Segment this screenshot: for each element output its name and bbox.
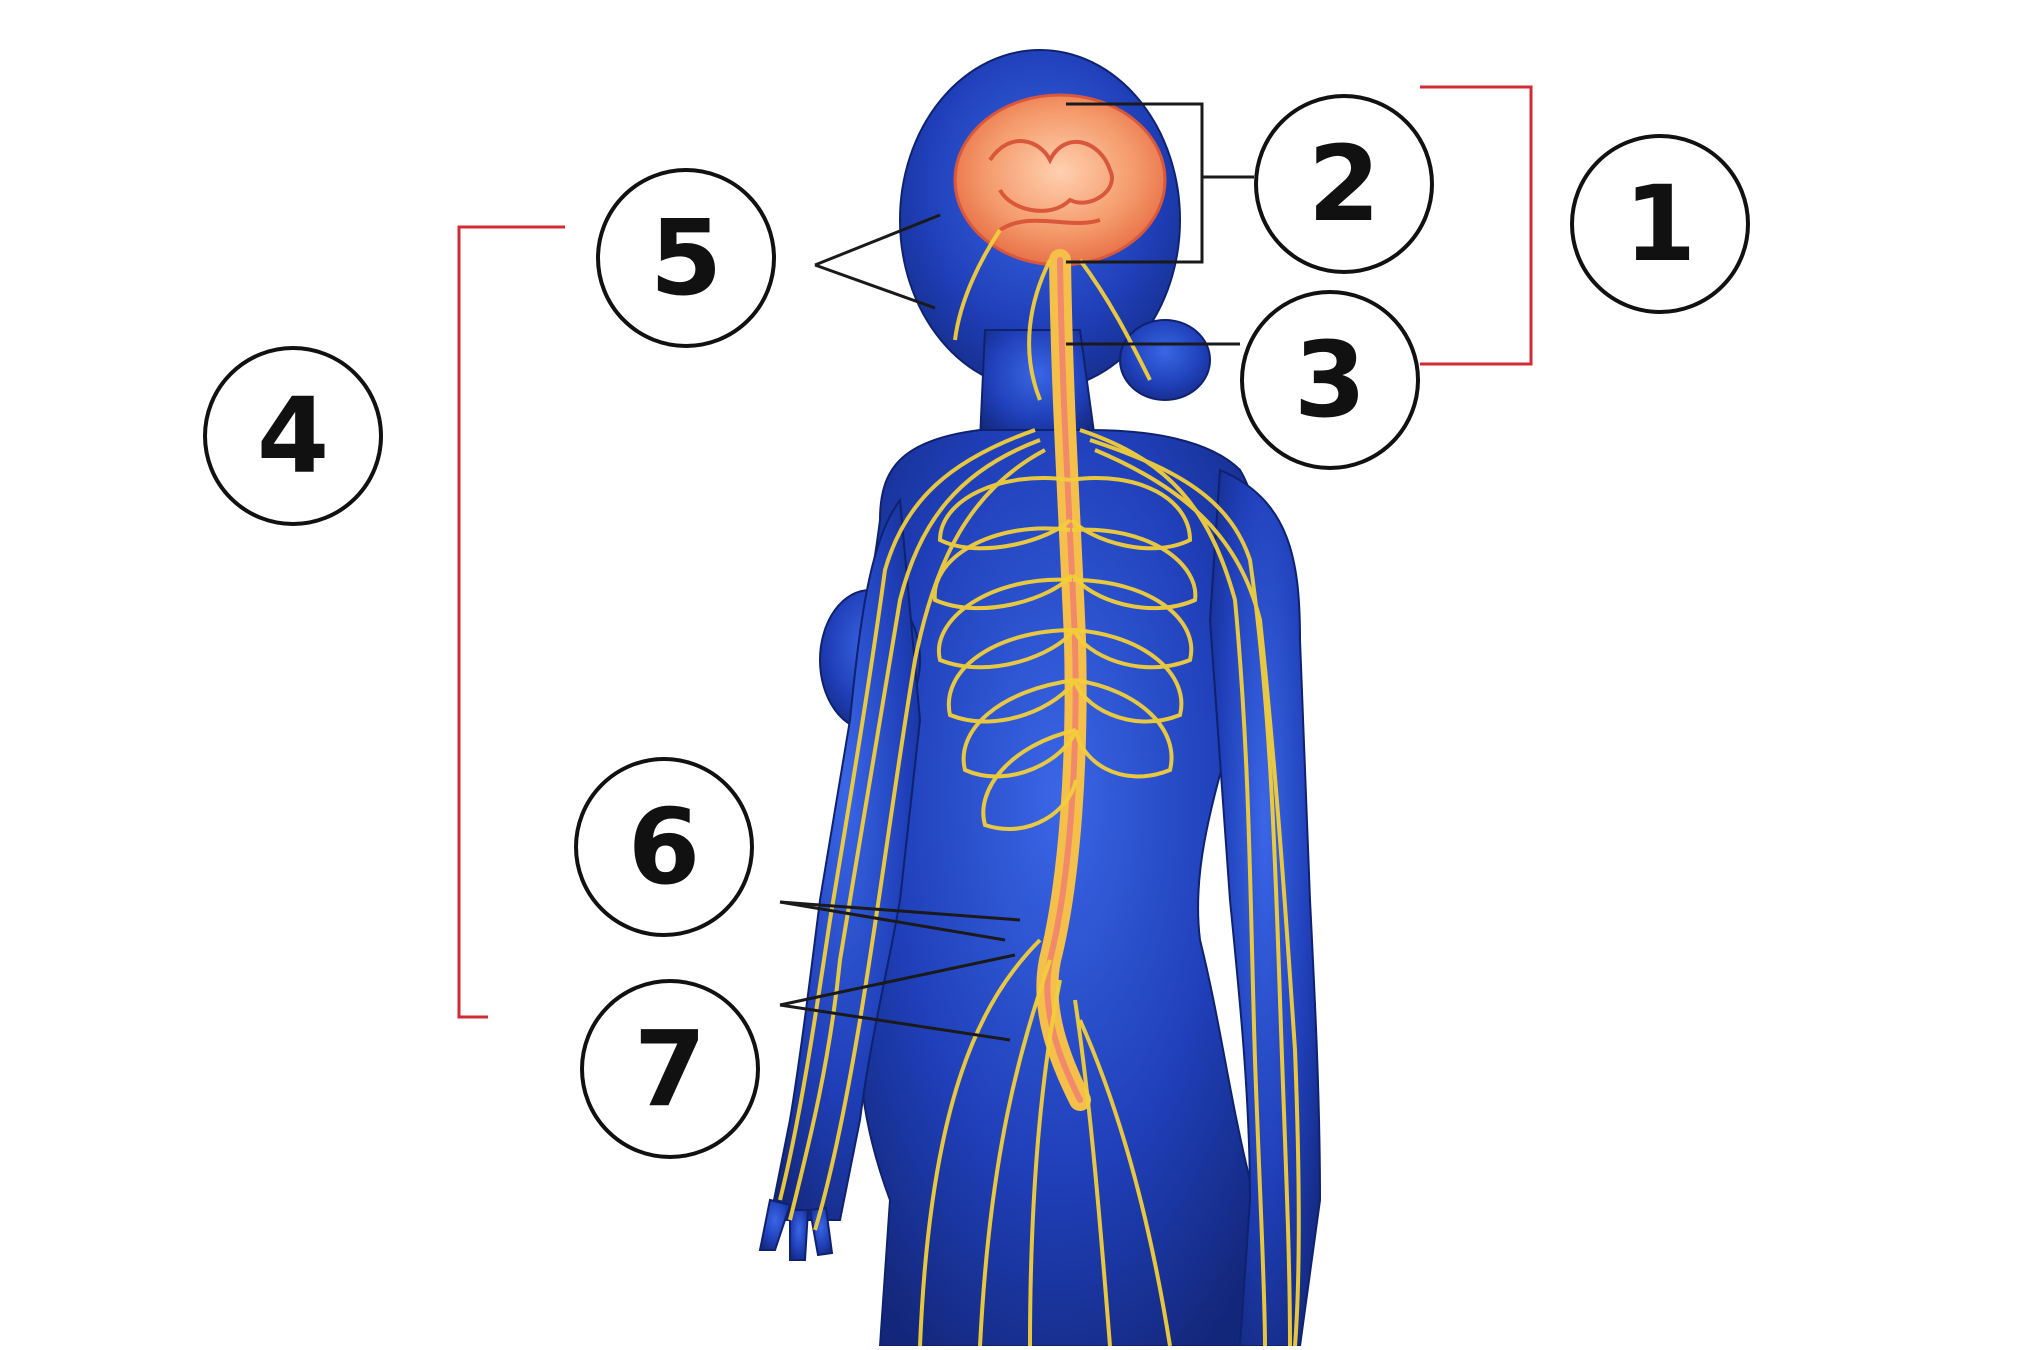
label-circle-2: 2 bbox=[1254, 94, 1434, 274]
leader-2-bracket bbox=[1066, 102, 1204, 264]
leader-6a bbox=[779, 900, 1021, 922]
bracket-central bbox=[1420, 85, 1533, 366]
label-number-7: 7 bbox=[633, 1008, 707, 1130]
peripheral-nerves bbox=[778, 228, 1301, 1347]
leader-lines bbox=[779, 102, 1254, 1042]
label-number-2: 2 bbox=[1307, 123, 1381, 245]
label-number-3: 3 bbox=[1293, 319, 1367, 441]
label-circle-6: 6 bbox=[574, 757, 754, 937]
label-number-6: 6 bbox=[627, 786, 701, 908]
leader-7a bbox=[779, 953, 1016, 1007]
label-circle-1: 1 bbox=[1570, 134, 1750, 314]
bracket-peripheral bbox=[457, 225, 565, 1019]
label-number-4: 4 bbox=[256, 375, 330, 497]
label-number-1: 1 bbox=[1623, 163, 1697, 285]
label-circle-7: 7 bbox=[580, 979, 760, 1159]
label-number-5: 5 bbox=[649, 197, 723, 319]
brain bbox=[953, 93, 1167, 267]
label-circle-4: 4 bbox=[203, 346, 383, 526]
leader-5a bbox=[814, 213, 941, 267]
leader-5b bbox=[814, 263, 936, 310]
leader-7b bbox=[779, 1003, 1011, 1042]
red-brackets bbox=[457, 85, 1533, 1019]
leader-6b bbox=[779, 900, 1006, 942]
label-circle-5: 5 bbox=[596, 168, 776, 348]
label-circle-3: 3 bbox=[1240, 290, 1420, 470]
